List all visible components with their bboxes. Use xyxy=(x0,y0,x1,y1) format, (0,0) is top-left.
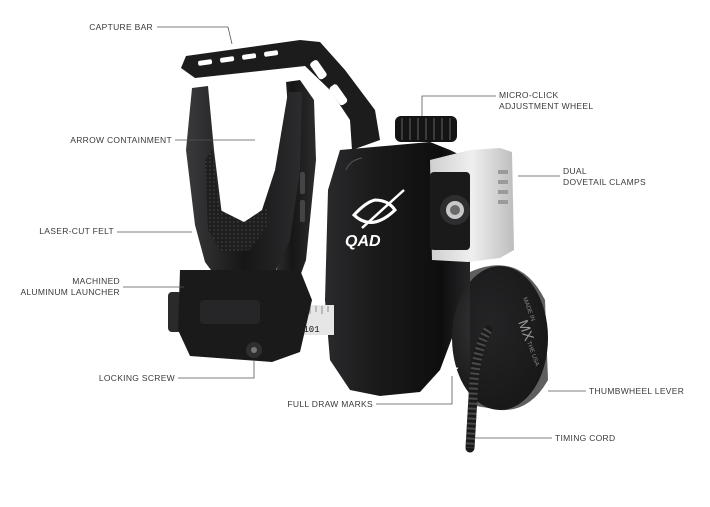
full-draw-marks-label: FULL DRAW MARKS xyxy=(287,399,373,409)
machined-launcher-label-line1: MACHINED xyxy=(72,276,120,286)
micro-click-label-line1: MICRO-CLICK xyxy=(499,90,559,100)
timing-cord xyxy=(465,325,493,453)
brand-mark: QAD xyxy=(345,233,381,250)
machined-aluminum-launcher xyxy=(168,86,312,362)
dovetail-clamps xyxy=(430,148,514,262)
laser-cut-felt-label: LASER-CUT FELT xyxy=(39,226,114,236)
leader-lines xyxy=(117,26,586,439)
qad-logo: QAD xyxy=(345,189,405,250)
dovetail-clamps-label-line1: DUAL xyxy=(563,166,587,176)
dial-model-text: MX xyxy=(515,318,537,344)
micro-click-label-line2: ADJUSTMENT WHEEL xyxy=(499,101,594,111)
locking-screw-label: LOCKING SCREW xyxy=(98,373,175,383)
arrow-containment-label: ARROW CONTAINMENT xyxy=(70,135,172,145)
dovetail-clamps-label-line2: DOVETAIL CLAMPS xyxy=(563,177,646,187)
scale-numbers: 2101 xyxy=(298,325,320,335)
timing-cord-label: TIMING CORD xyxy=(555,433,616,443)
capture-bar-label: CAPTURE BAR xyxy=(89,22,153,32)
capture-bar xyxy=(181,40,380,150)
micro-click-wheel xyxy=(395,116,457,142)
thumbwheel-lever-label: THUMBWHEEL LEVER xyxy=(589,386,685,396)
machined-launcher-label-line2: ALUMINUM LAUNCHER xyxy=(20,287,120,297)
